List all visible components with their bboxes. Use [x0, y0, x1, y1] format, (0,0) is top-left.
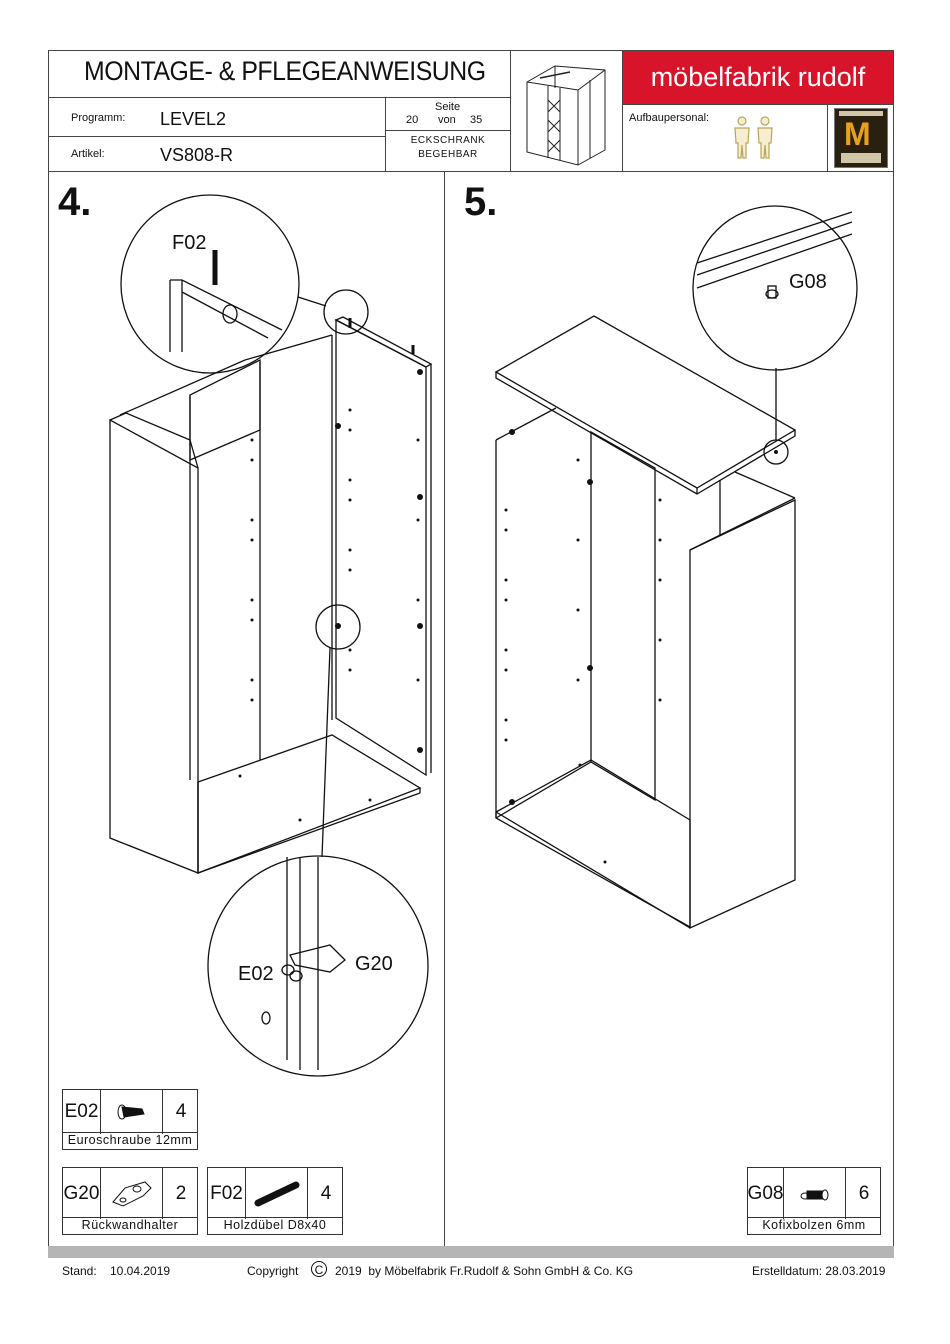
part-code: G20 — [63, 1168, 101, 1219]
copyright-symbol: C — [311, 1261, 327, 1277]
stand-label: Stand: — [62, 1264, 97, 1278]
panel-divider — [444, 171, 445, 1247]
artikel-label: Artikel: — [71, 148, 105, 160]
artikel-value: VS808-R — [160, 145, 234, 165]
holzduebel-icon — [246, 1168, 308, 1219]
euroschraube-icon — [101, 1090, 163, 1134]
part-code: F02 — [208, 1168, 246, 1219]
part-count: 4 — [175, 1101, 187, 1122]
part-name: Holzdübel D8x40 — [208, 1217, 342, 1234]
programm-value: LEVEL2 — [160, 109, 227, 129]
part-code: G08 — [748, 1168, 784, 1219]
kofixbolzen-icon — [784, 1168, 846, 1219]
stand-date: 10.04.2019 — [110, 1264, 171, 1278]
part-count: 4 — [320, 1182, 332, 1204]
step-4-number: 4. — [58, 180, 92, 224]
brand-logo: möbelfabrik rudolf — [623, 51, 893, 105]
part-count: 6 — [858, 1182, 870, 1204]
callout-g08: G08 — [789, 271, 827, 293]
main-frame — [48, 171, 894, 1247]
erstell-date: Erstelldatum: 28.03.2019 — [752, 1264, 886, 1278]
part-name: Kofixbolzen 6mm — [748, 1217, 880, 1234]
part-f02: F02 4 Holzdübel D8x40 — [207, 1167, 343, 1235]
page-total: 35 — [470, 114, 483, 126]
callout-e02: E02 — [238, 963, 274, 985]
footer-bar — [48, 1246, 894, 1258]
rueckwandhalter-icon — [101, 1168, 163, 1219]
product-line2: BEGEHBAR — [418, 149, 478, 160]
copyright-text: 2019 by Möbelfabrik Fr.Rudolf & Sohn Gmb… — [335, 1264, 634, 1278]
part-name: Rückwandhalter — [63, 1217, 197, 1234]
page-of: von — [438, 114, 456, 126]
part-g08: G08 6 Kofixbolzen 6mm — [747, 1167, 881, 1235]
part-g20: G20 2 Rückwandhalter — [62, 1167, 198, 1235]
callout-g20: G20 — [355, 953, 393, 975]
part-e02: E02 4 Euroschraube 12mm — [62, 1089, 198, 1150]
page-current: 20 — [406, 114, 419, 126]
page-title: MONTAGE- & PFLEGEANWEISUNG — [84, 56, 486, 86]
callout-f02: F02 — [172, 232, 207, 254]
product-line1: ECKSCHRANK — [410, 135, 486, 146]
part-count: 2 — [175, 1182, 187, 1204]
aufbau-label: Aufbaupersonal: — [629, 112, 710, 124]
seite-label: Seite — [435, 101, 461, 113]
programm-label: Programm: — [71, 112, 126, 124]
quality-seal-icon: M — [834, 108, 888, 168]
step-5-number: 5. — [464, 180, 498, 224]
part-code: E02 — [63, 1090, 101, 1134]
part-name: Euroschraube 12mm — [63, 1132, 197, 1149]
copyright-prefix: Copyright — [247, 1264, 299, 1278]
overview-cell — [510, 50, 623, 172]
